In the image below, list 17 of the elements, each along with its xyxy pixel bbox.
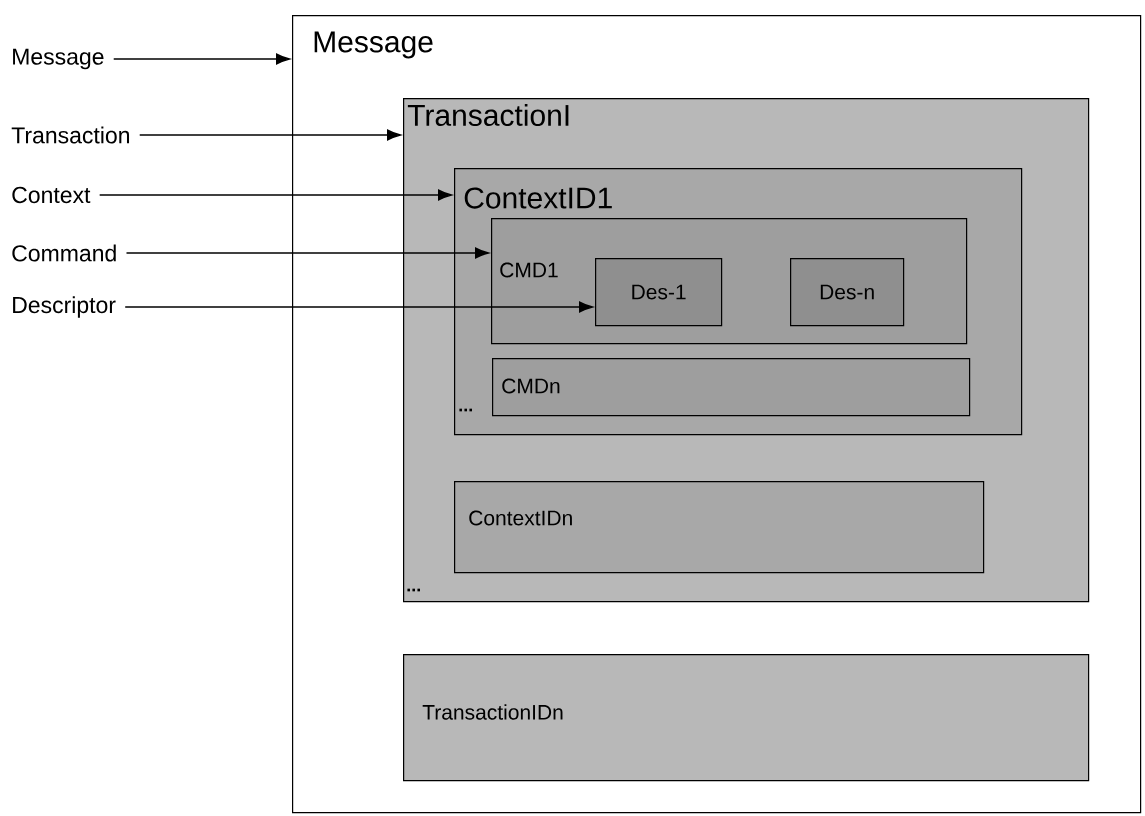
arrow: [99, 189, 452, 201]
pointer-label: Transaction: [11, 126, 129, 144]
arrow: [124, 301, 593, 313]
pointer-label: Descriptor: [13, 296, 116, 318]
ellipsis-mark: ...: [459, 408, 472, 412]
arrow: [113, 53, 290, 65]
nested-box: ContextIDn: [454, 481, 985, 574]
nested-box: Des-n: [790, 258, 905, 327]
nested-box: CMDn: [492, 358, 971, 417]
ellipsis-mark: ...: [407, 588, 420, 592]
nested-box: Des-1: [595, 258, 723, 327]
pointer-label: Context: [12, 186, 91, 204]
nested-box: TransactionIDn: [403, 654, 1090, 782]
arrow: [125, 247, 489, 259]
pointer-label: Command: [12, 244, 116, 262]
arrow: [139, 129, 401, 141]
pointer-label: Message: [13, 48, 104, 70]
